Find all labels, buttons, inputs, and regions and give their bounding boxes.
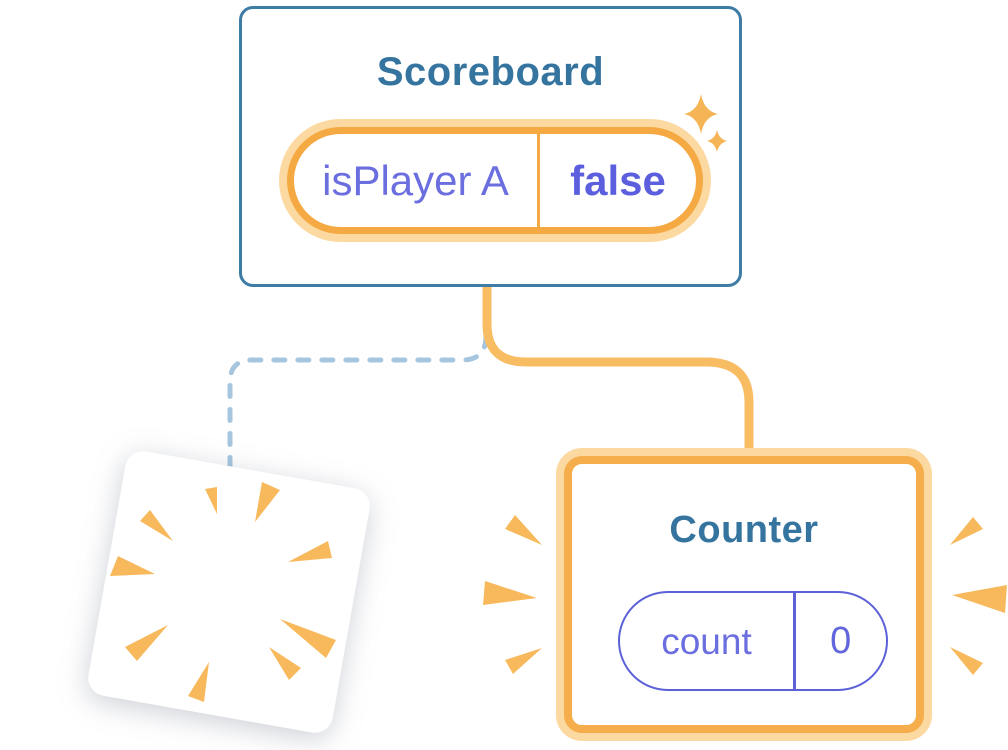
connector-removed-dashed [227,333,489,471]
scoreboard-state-pill: isPlayer A false [287,127,703,234]
pill-divider [537,134,540,227]
removed-component-card [88,451,370,733]
state-key: count [661,620,752,662]
state-value: 0 [830,620,852,662]
emphasis-marks-right [950,517,1007,675]
pill-divider [793,593,796,689]
state-value: false [570,156,666,204]
connector-scoreboard-counter [482,285,754,458]
scoreboard-title: Scoreboard [376,50,605,94]
counter-card: Counter count 0 [564,456,924,733]
scoreboard-card: Scoreboard isPlayer A false [239,6,742,287]
burst-icon [110,482,336,702]
state-key: isPlayer A [322,156,509,204]
counter-title: Counter [669,509,819,551]
emphasis-marks-left [483,515,542,674]
counter-state-pill: count 0 [618,591,888,691]
